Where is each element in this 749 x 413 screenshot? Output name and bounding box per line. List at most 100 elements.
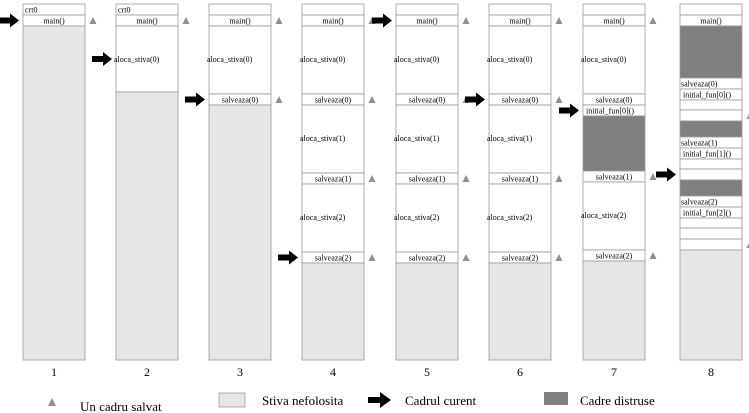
current-frame-arrow-icon — [656, 167, 676, 182]
frame-block-aloca-stiva-0 — [582, 25, 646, 95]
frame-label-aloca-stiva-2: aloca_stiva(2) — [300, 213, 346, 222]
frame-label-empty — [488, 3, 552, 16]
frame-label-main: main() — [229, 17, 251, 26]
stack-column-5: main()aloca_stiva(0)salveaza(0)aloca_sti… — [372, 3, 470, 379]
legend: Un cadru salvat Stiva nefolosita Cadrul … — [48, 392, 655, 413]
frame-label-salveaza-1: salveaza(1) — [502, 175, 539, 184]
frame-label-empty — [679, 3, 743, 16]
frame-label-crt0: crt0 — [25, 6, 37, 15]
frame-unused-empty — [208, 104, 272, 361]
current-frame-arrow-icon — [278, 250, 298, 265]
frame-block-aloca-stiva-2 — [488, 183, 552, 253]
stack-column-4: main()aloca_stiva(0)salveaza(0)aloca_sti… — [278, 3, 376, 379]
frame-label-main: main() — [416, 17, 438, 26]
frame-label-salveaza-1: salveaza(1) — [681, 139, 718, 148]
saved-frame-marker-icon — [746, 114, 749, 119]
destroyed-frames-legend-swatch — [544, 392, 568, 405]
stack-column-7: main()aloca_stiva(0)salveaza(0)initial_f… — [559, 3, 657, 379]
frame-label-aloca-stiva-0: aloca_stiva(0) — [114, 55, 160, 64]
frame-label-main: main() — [603, 17, 625, 26]
saved-frame-marker-icon — [649, 17, 657, 24]
frame-label-empty — [582, 3, 646, 16]
frame-block-aloca-stiva-0 — [395, 25, 459, 95]
legend-saved-frame-text: Un cadru salvat — [80, 399, 162, 413]
saved-frame-marker-icon — [649, 173, 657, 180]
frame-label-initial-fun-0: initial_fun[0]() — [586, 107, 634, 116]
frame-block-aloca-stiva-1 — [395, 104, 459, 174]
saved-frame-marker-icon — [555, 254, 563, 261]
saved-frame-marker-icon — [368, 96, 376, 103]
frame-label-empty — [301, 3, 365, 16]
frame-block-aloca-stiva-0 — [115, 25, 179, 93]
frame-label-salveaza-2: salveaza(2) — [681, 198, 718, 207]
stack-number-label: 8 — [708, 365, 714, 379]
frame-label-empty — [395, 3, 459, 16]
frame-label-salveaza-0: salveaza(0) — [409, 96, 446, 105]
stack-number-label: 4 — [330, 365, 336, 379]
saved-frame-marker-icon — [182, 17, 190, 24]
legend-unused-stack-text: Stiva nefolosita — [262, 393, 343, 408]
frame-block-aloca-stiva-2 — [301, 183, 365, 253]
frame-label-main: main() — [700, 17, 722, 26]
current-frame-arrow-icon — [0, 13, 19, 28]
frame-label-salveaza-1: salveaza(1) — [409, 175, 446, 184]
frame-label-salveaza-0: salveaza(0) — [596, 96, 633, 105]
stack-column-6: main()aloca_stiva(0)salveaza(0)aloca_sti… — [465, 3, 563, 379]
frame-blank-empty — [679, 99, 743, 111]
current-frame-arrow-icon — [465, 92, 485, 107]
frame-block-aloca-stiva-0 — [208, 25, 272, 95]
frame-label-initial-fun-1: initial_fun[1]() — [683, 150, 731, 159]
frame-label-salveaza-2: salveaza(2) — [502, 254, 539, 263]
frame-label-aloca-stiva-0: aloca_stiva(0) — [207, 55, 253, 64]
frame-label-salveaza-1: salveaza(1) — [315, 175, 352, 184]
stack-number-label: 2 — [144, 365, 150, 379]
frame-label-main: main() — [509, 17, 531, 26]
stack-column-8: main()salveaza(0)initial_fun[0]()salveaz… — [656, 3, 749, 379]
frame-unused-empty — [301, 262, 365, 361]
frame-label-aloca-stiva-1: aloca_stiva(1) — [487, 134, 533, 143]
stack-column-1: crt0 main() 1 — [0, 3, 97, 379]
stack-number-label: 1 — [51, 365, 57, 379]
frame-label-main: main() — [43, 17, 65, 26]
frame-label-crt0: crt0 — [118, 6, 130, 15]
saved-frame-marker-icon — [746, 243, 749, 248]
frame-unused-empty — [22, 25, 86, 361]
frame-label-aloca-stiva-2: aloca_stiva(2) — [394, 213, 440, 222]
frame-destroyed-empty — [679, 120, 743, 138]
legend-current-frame-text: Cadrul curent — [405, 393, 477, 408]
saved-frame-marker-icon — [275, 17, 283, 24]
frame-label-salveaza-0: salveaza(0) — [502, 96, 539, 105]
current-frame-arrow-icon — [372, 13, 392, 28]
frame-label-aloca-stiva-2: aloca_stiva(2) — [487, 213, 533, 222]
frame-label-aloca-stiva-0: aloca_stiva(0) — [300, 55, 346, 64]
frame-block-aloca-stiva-0 — [488, 25, 552, 95]
frame-label-empty — [679, 168, 743, 181]
frame-label-salveaza-0: salveaza(0) — [222, 96, 259, 105]
frame-label-initial-fun-2: initial_fun[2]() — [683, 209, 731, 218]
frame-label-main: main() — [136, 17, 158, 26]
stacks-layer: crt0 main() 1 crt0 main() aloca_stiva(0) 2 main… — [0, 3, 749, 379]
frame-unused-empty — [395, 262, 459, 361]
current-frame-arrow-icon — [92, 52, 112, 66]
frame-label-salveaza-2: salveaza(2) — [315, 254, 352, 263]
legend-destroyed-frames-text: Cadre distruse — [580, 393, 655, 408]
unused-stack-legend-swatch — [218, 392, 246, 408]
frame-blank-empty — [679, 158, 743, 170]
frame-destroyed-empty — [582, 115, 646, 172]
frame-label-empty — [679, 227, 743, 240]
frame-label-salveaza-2: salveaza(2) — [596, 252, 633, 261]
frame-label-aloca-stiva-2: aloca_stiva(2) — [581, 211, 627, 220]
saved-frame-marker-icon — [368, 254, 376, 261]
frame-label-salveaza-1: salveaza(1) — [596, 173, 633, 182]
current-frame-legend-arrow-icon — [368, 392, 391, 408]
frame-label-empty — [679, 109, 743, 122]
frame-unused-empty — [488, 262, 552, 361]
saved-frame-marker-icon — [555, 17, 563, 24]
stack-number-label: 6 — [517, 365, 523, 379]
saved-frame-marker-icon — [275, 96, 283, 103]
saved-frame-marker-icon — [649, 252, 657, 259]
stack-column-3: main()aloca_stiva(0)salveaza(0)3 — [185, 3, 283, 379]
frame-label-salveaza-0: salveaza(0) — [315, 96, 352, 105]
frame-blank-empty — [679, 217, 743, 229]
